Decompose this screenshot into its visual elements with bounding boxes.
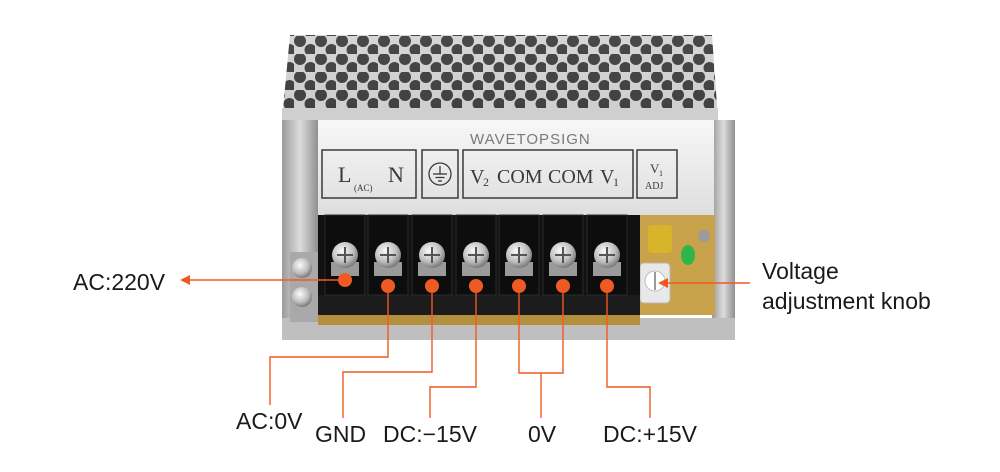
callout-voltage-knob-line2: adjustment knob bbox=[762, 288, 931, 314]
callout-ac-0v: AC:0V bbox=[236, 408, 303, 434]
ac-input-box bbox=[321, 149, 417, 199]
v2-label: V bbox=[470, 166, 485, 188]
arrow-head-icon bbox=[180, 275, 190, 285]
terminal-marker bbox=[469, 279, 483, 293]
brand-label: WAVETOPSIGN bbox=[470, 131, 591, 148]
callout-leaders bbox=[180, 273, 750, 418]
output-box bbox=[462, 149, 634, 199]
leader-line bbox=[342, 286, 433, 418]
v2-sub-label: 2 bbox=[483, 175, 489, 189]
ground-icon bbox=[428, 162, 452, 186]
pcb-board bbox=[639, 215, 715, 315]
label-panel: WAVETOPSIGN L (AC) N V 2 COM COM V 1 V 1… bbox=[318, 120, 714, 215]
mounting-screws bbox=[290, 252, 320, 322]
terminal-block bbox=[318, 214, 640, 315]
chassis-top bbox=[282, 35, 718, 122]
screw-head bbox=[698, 230, 710, 242]
ac-l-label: L bbox=[338, 162, 351, 187]
leader-line bbox=[606, 286, 651, 418]
callout-voltage-knob-line1: Voltage bbox=[762, 258, 839, 284]
terminal-screw bbox=[498, 214, 540, 296]
terminal-marker bbox=[512, 279, 526, 293]
terminal-screw bbox=[367, 214, 409, 296]
terminal-marker bbox=[600, 279, 614, 293]
callout-dc-minus-15v: DC:−15V bbox=[383, 421, 477, 447]
ac-sub-label: (AC) bbox=[354, 183, 373, 193]
leader-line bbox=[269, 286, 389, 405]
adj-v-label: V bbox=[650, 161, 660, 176]
terminal-marker bbox=[425, 279, 439, 293]
pcb-strip bbox=[318, 315, 640, 325]
callout-dc-plus-15v: DC:+15V bbox=[603, 421, 697, 447]
leader-line bbox=[429, 286, 477, 418]
adj-box bbox=[636, 149, 678, 199]
terminal-marker bbox=[381, 279, 395, 293]
callout-gnd: GND bbox=[315, 421, 367, 447]
adj-v-sub-label: 1 bbox=[659, 169, 663, 178]
arrow-head-icon bbox=[658, 278, 668, 288]
terminal-marker bbox=[556, 279, 570, 293]
callout-0v: 0V bbox=[528, 421, 557, 447]
com1-label: COM bbox=[497, 166, 543, 188]
v1-sub-label: 1 bbox=[613, 175, 619, 189]
ground-box bbox=[421, 149, 459, 199]
led-indicator bbox=[681, 245, 695, 265]
terminal-marker bbox=[338, 273, 352, 287]
terminal-screw bbox=[542, 214, 584, 296]
callout-ac-220v: AC:220V bbox=[73, 269, 166, 295]
capacitor bbox=[648, 225, 672, 253]
callout-voltage-knob: Voltage adjustment knob bbox=[762, 256, 931, 316]
v1-label: V bbox=[600, 166, 615, 188]
ac-n-label: N bbox=[388, 162, 404, 187]
com2-label: COM bbox=[548, 166, 594, 188]
chassis-right-side bbox=[712, 120, 735, 330]
adj-label: ADJ bbox=[645, 181, 663, 192]
